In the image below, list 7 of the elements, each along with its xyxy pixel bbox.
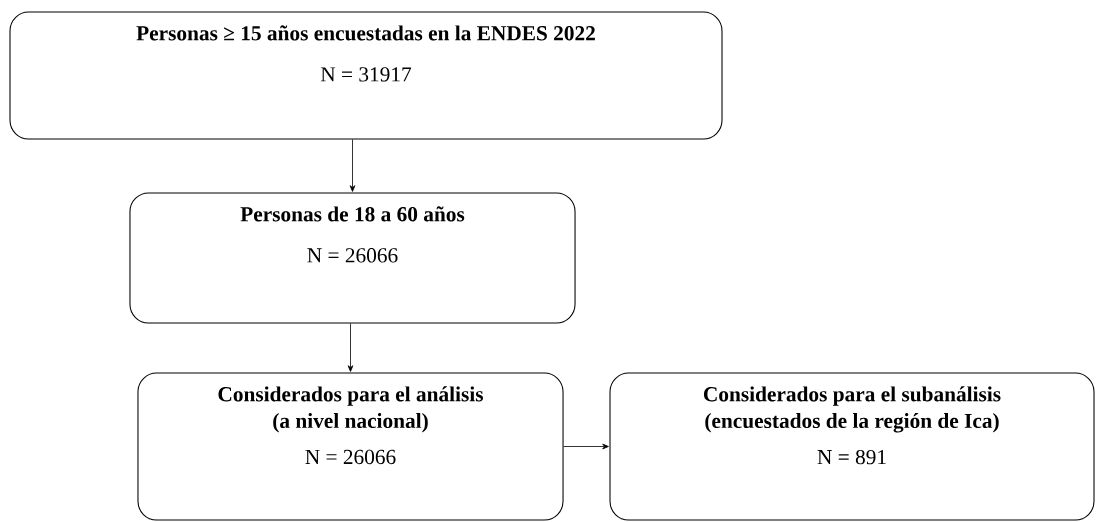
process-box: Considerados para el subanálisis (encuestados de la región de Ica) N = 891 xyxy=(609,372,1095,521)
arrow xyxy=(347,323,354,372)
process-box: Personas de 18 a 60 años N = 26066 xyxy=(129,192,576,324)
process-box: Personas ≥ 15 años encuestadas en la ENDES 2022 N = 31917 xyxy=(9,11,723,140)
process-box: Considerados para el análisis (a nivel nacional) N = 26066 xyxy=(137,372,564,521)
arrow xyxy=(563,443,609,450)
arrow xyxy=(349,139,356,192)
